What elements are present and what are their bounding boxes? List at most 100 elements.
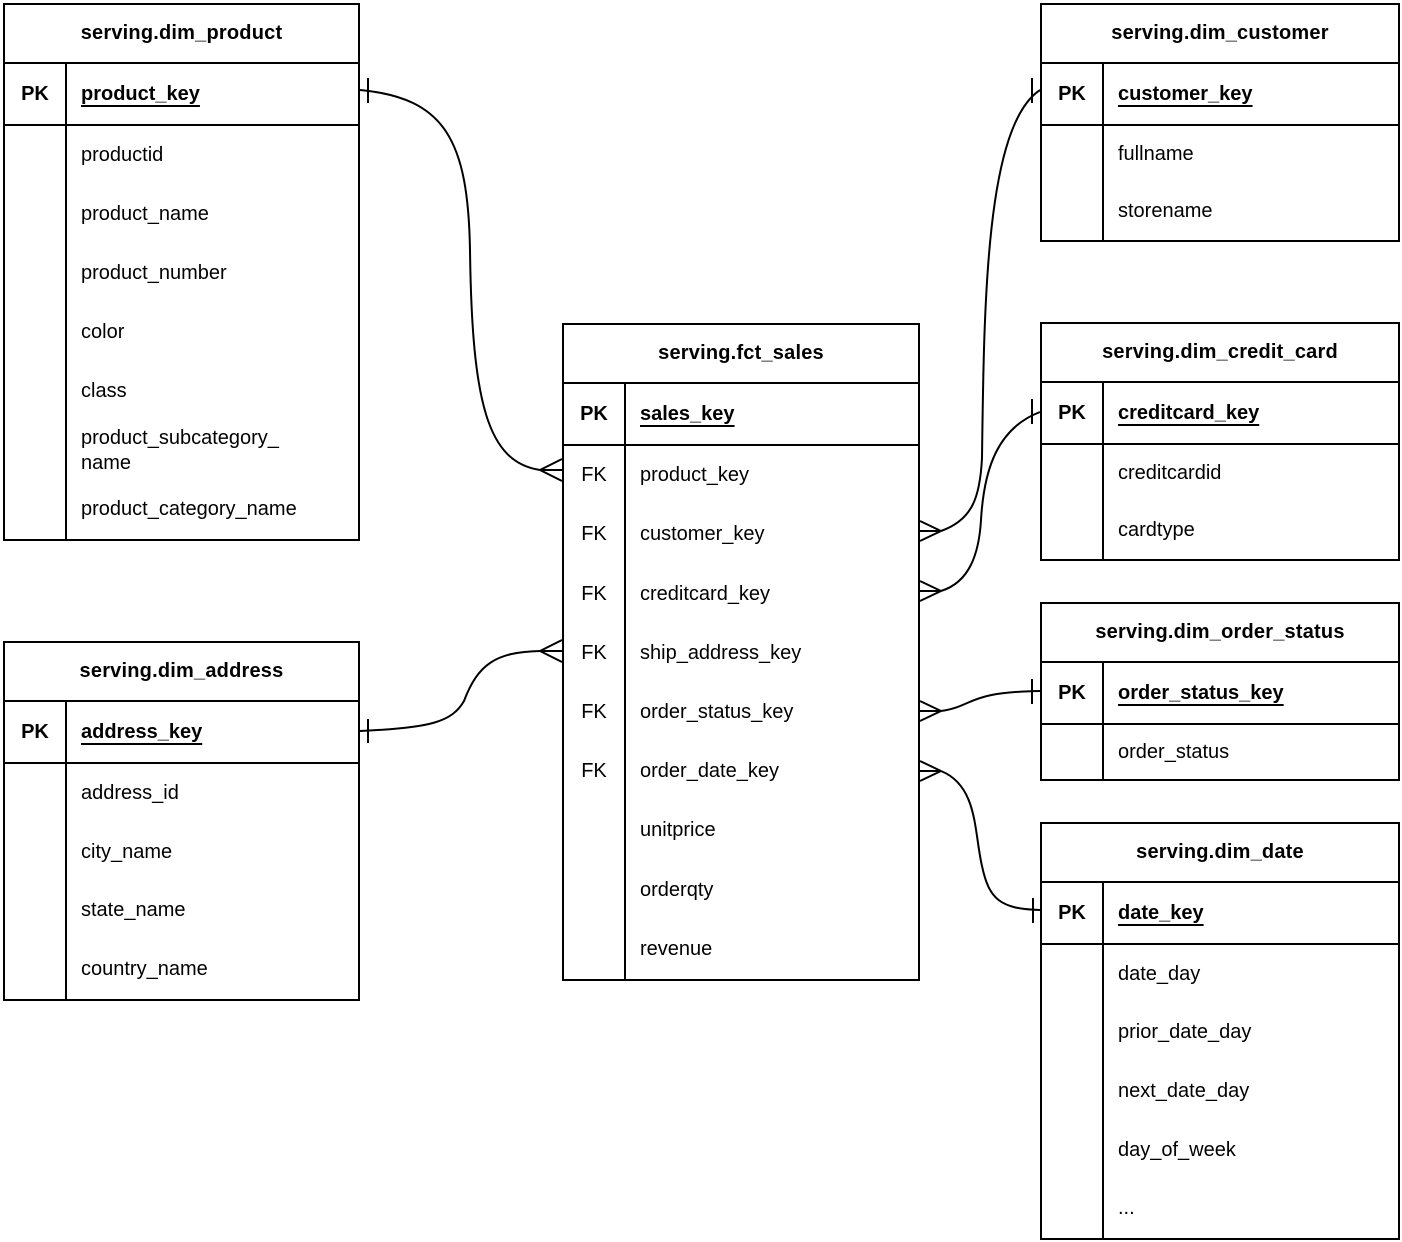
table-dim-order-status: serving.dim_order_status PK order_status… — [1040, 602, 1400, 781]
key-type-label — [1042, 502, 1104, 559]
key-type-label — [5, 764, 67, 823]
attribute-name: order_​status_​key — [640, 700, 794, 723]
relationship-address-sales — [359, 639, 563, 743]
key-type-label — [5, 940, 67, 999]
connector-line — [940, 411, 1041, 592]
attribute-name: storename — [1118, 200, 1213, 222]
key-type-label — [564, 860, 626, 920]
key-type-label — [5, 421, 67, 480]
attribute-name: day_​of_​week — [1118, 1138, 1236, 1161]
pk-row: PK order_status_key — [1042, 663, 1398, 725]
attribute-row: productid — [5, 126, 358, 185]
pk-row: PK product_key — [5, 64, 358, 126]
key-type-label — [564, 919, 626, 979]
relationship-product-sales — [359, 78, 563, 482]
attribute-name: product_​subcategory_​name — [81, 426, 279, 474]
table-dim-customer: serving.dim_customer PK customer_key ful… — [1040, 3, 1400, 242]
attribute-row: FK product_​key — [564, 446, 918, 506]
cardinality-many-marker-icon — [539, 639, 563, 663]
attribute-name: date_​day — [1118, 962, 1201, 985]
attribute-row: day_​of_​week — [1042, 1120, 1398, 1180]
attribute-name: unitprice — [640, 819, 716, 842]
key-type-label — [1042, 183, 1104, 240]
pk-label: PK — [5, 64, 67, 124]
table-dim-product: serving.dim_product PK product_key produ… — [3, 3, 360, 541]
key-type-label — [1042, 1003, 1104, 1063]
attribute-name: class — [81, 380, 127, 402]
key-type-label — [1042, 1179, 1104, 1238]
attribute-name: state_​name — [81, 899, 186, 922]
key-type-label — [1042, 945, 1104, 1004]
attribute-row: address_​id — [5, 764, 358, 823]
pk-label: PK — [5, 702, 67, 762]
key-type-label: FK — [564, 446, 626, 506]
attribute-name: next_​date_​day — [1118, 1079, 1250, 1102]
key-type-label — [1042, 1062, 1104, 1121]
attribute-name: ship_​address_​key — [640, 641, 802, 664]
key-type-label — [5, 881, 67, 941]
table-title: serving.fct_sales — [564, 325, 918, 384]
key-type-label — [1042, 1120, 1104, 1180]
attribute-row: date_​day — [1042, 945, 1398, 1004]
pk-field: order_status_key — [1118, 681, 1284, 704]
pk-row: PK date_key — [1042, 883, 1398, 945]
attribute-row: revenue — [564, 919, 918, 979]
pk-row: PK customer_key — [1042, 64, 1398, 126]
connector-line — [359, 89, 541, 471]
table-title: serving.dim_date — [1042, 824, 1398, 883]
relationship-sales-customer — [919, 78, 1041, 542]
attribute-name: ... — [1118, 1197, 1135, 1220]
attribute-name: order_​status — [1118, 740, 1230, 763]
key-type-label: FK — [564, 564, 626, 624]
pk-label: PK — [1042, 64, 1104, 124]
attribute-name: productid — [81, 144, 164, 166]
connector-line — [359, 650, 541, 732]
pk-field: product_key — [81, 82, 200, 105]
pk-row: PK sales_key — [564, 384, 918, 446]
attribute-row: order_​status — [1042, 725, 1398, 779]
attribute-row: fullname — [1042, 126, 1398, 183]
attribute-row: FK order_​status_​key — [564, 682, 918, 743]
pk-label: PK — [1042, 383, 1104, 443]
connector-line — [940, 89, 1041, 532]
cardinality-many-marker-icon — [919, 700, 942, 722]
attribute-name: creditcard_​key — [640, 582, 771, 605]
attribute-name: product_​category_​name — [81, 498, 297, 520]
key-type-label — [5, 303, 67, 362]
attribute-row: product_​subcategory_​name — [5, 421, 358, 480]
attribute-row: ... — [1042, 1179, 1398, 1238]
table-title: serving.dim_customer — [1042, 5, 1398, 64]
pk-label: PK — [1042, 663, 1104, 723]
attribute-row: product_​number — [5, 244, 358, 303]
attributes-section: date_​day prior_​date_​day next_​date_​day… — [1042, 945, 1398, 1238]
table-fct-sales: serving.fct_sales PK sales_key FK product… — [562, 323, 920, 981]
attribute-row: product_​category_​name — [5, 480, 358, 539]
pk-field: customer_key — [1118, 82, 1253, 105]
key-type-label: FK — [564, 505, 626, 565]
attribute-row: orderqty — [564, 860, 918, 920]
key-type-label — [5, 362, 67, 421]
connector-line — [940, 690, 1041, 712]
key-type-label — [1042, 445, 1104, 502]
attribute-row: storename — [1042, 183, 1398, 240]
attribute-name: country_​name — [81, 958, 208, 981]
attribute-row: FK creditcard_​key — [564, 564, 918, 624]
attribute-row: unitprice — [564, 801, 918, 861]
attribute-row: class — [5, 362, 358, 421]
attribute-name: revenue — [640, 937, 713, 960]
attribute-name: address_​id — [81, 781, 179, 804]
pk-label: PK — [1042, 883, 1104, 943]
table-title: serving.dim_order_status — [1042, 604, 1398, 663]
key-type-label: FK — [564, 682, 626, 743]
attribute-name: prior_​date_​day — [1118, 1021, 1252, 1044]
key-type-label — [564, 801, 626, 861]
key-type-label — [5, 822, 67, 882]
attribute-name: product_​key — [640, 464, 749, 487]
pk-row: PK creditcard_key — [1042, 383, 1398, 445]
